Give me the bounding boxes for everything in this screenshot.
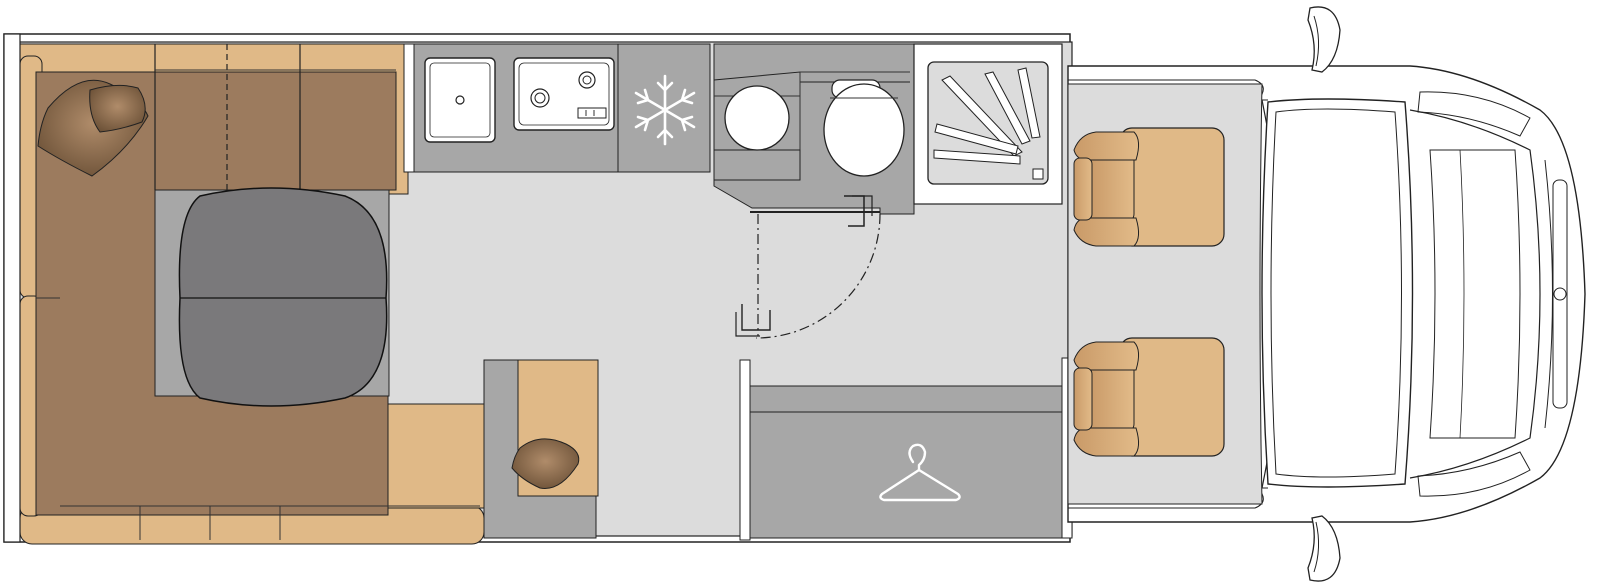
shower[interactable] [913, 43, 1063, 205]
side-mirror-top [1307, 6, 1341, 73]
cab-seat-right[interactable] [1073, 337, 1225, 457]
clothes-hanger-icon [879, 443, 961, 502]
cooktop[interactable] [513, 57, 615, 131]
toilet[interactable] [823, 79, 905, 177]
snowflake-icon [634, 74, 696, 146]
side-bench[interactable] [483, 359, 599, 539]
cab-seat-left[interactable] [1073, 127, 1225, 247]
kitchen-sink[interactable] [424, 57, 496, 143]
washroom-door[interactable] [735, 195, 881, 339]
rear-wall [3, 33, 21, 543]
pillow-icon [37, 79, 149, 177]
fridge[interactable] [617, 43, 711, 173]
wash-basin[interactable] [724, 85, 790, 151]
side-mirror-bottom [1307, 515, 1341, 582]
dining-table[interactable] [154, 187, 390, 407]
